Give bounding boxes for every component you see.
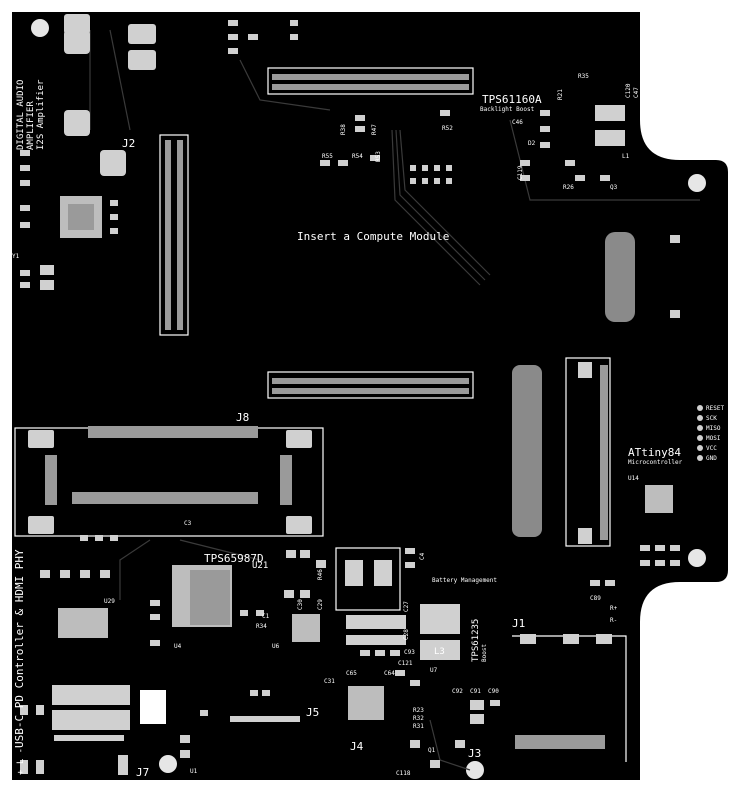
j1-label: J1	[512, 617, 525, 630]
c64-label: C64	[384, 670, 395, 677]
backlight-boost-label: Backlight Boost	[480, 106, 535, 113]
l3-label: L3	[434, 647, 445, 657]
q1-label: Q1	[428, 747, 436, 754]
r35-label: R35	[578, 73, 589, 80]
u21-label: U21	[252, 561, 268, 571]
u6-label: U6	[272, 643, 280, 650]
c118-label: C118	[396, 770, 411, 777]
board-outline	[12, 12, 728, 780]
u14-label: U14	[628, 475, 639, 482]
c90-label: C90	[488, 688, 499, 695]
l1-label: L1	[622, 153, 630, 160]
r55-label: R55	[322, 153, 333, 160]
mounting-hole	[159, 755, 177, 773]
qfn-chips	[58, 196, 673, 720]
c27-label: C27	[403, 601, 410, 612]
r38-label: R38	[340, 124, 347, 135]
c4-label: C4	[419, 552, 426, 560]
tps65987d-label: TPS65987D	[204, 552, 264, 565]
c121-label: C121	[398, 660, 413, 667]
c1-label: C1	[262, 613, 270, 620]
digital-audio-label: DIGITAL AUDIO	[16, 80, 26, 150]
j1-connector	[512, 634, 627, 762]
r47-label: R47	[371, 124, 378, 135]
r-minus-label: R-	[610, 617, 617, 624]
r21-label: R21	[557, 89, 564, 100]
u7-label: U7	[430, 667, 438, 674]
c31-label: C31	[324, 678, 335, 685]
locator-pad	[512, 365, 542, 537]
passives	[20, 20, 680, 775]
cm-connector-left	[159, 134, 189, 336]
c92-label: C92	[452, 688, 463, 695]
locator-pad	[605, 232, 635, 322]
j4-label: J4	[350, 740, 364, 753]
tp-gnd-label: GND	[706, 455, 717, 462]
c3-label: C3	[184, 520, 192, 527]
j7-label: J7	[136, 766, 149, 779]
cm-connector-bottom	[267, 371, 474, 399]
j3-label: J3	[468, 747, 481, 760]
tp-sck-label: SCK	[706, 415, 717, 422]
r-plus-label: R+	[610, 605, 618, 612]
c65-label: C65	[346, 670, 357, 677]
tp-vcc-label: VCC	[706, 445, 717, 452]
j8-connector	[14, 426, 324, 537]
cm-connector-top	[267, 67, 474, 95]
c93-label: C93	[404, 649, 415, 656]
display-connector	[565, 357, 611, 547]
r32-label: R32	[413, 715, 424, 722]
j5-label: J5	[306, 706, 319, 719]
power-components	[52, 105, 625, 730]
j8-label: J8	[236, 411, 249, 424]
usb-c-section-label: USB-C PD Controller & HDMI PHY	[13, 549, 26, 748]
c46-label: C46	[512, 119, 523, 126]
r52-label: R52	[442, 125, 453, 132]
locator-pads	[512, 232, 635, 537]
r34-label: R34	[256, 623, 267, 630]
r26-label: R26	[563, 184, 574, 191]
c47-label: C47	[633, 87, 640, 98]
i2s-amplifier-label: I2S Amplifier	[36, 79, 46, 150]
speaker-polarity-label: + L -	[16, 748, 26, 775]
j2-label: J2	[122, 137, 135, 150]
r23-label: R23	[413, 707, 424, 714]
q3-label: Q3	[610, 184, 618, 191]
c91-label: C91	[470, 688, 481, 695]
j2-connector	[64, 14, 156, 176]
r54-label: R54	[352, 153, 363, 160]
tp-miso-label: MISO	[706, 425, 721, 432]
mounting-hole	[688, 549, 706, 567]
tp-reset-label: RESET	[706, 405, 724, 412]
amplifier-label: AMPLIFIER	[26, 101, 36, 150]
r31-label: R31	[413, 723, 424, 730]
mounting-hole	[688, 174, 706, 192]
c119-label: C119	[517, 165, 524, 180]
c120-label: C120	[625, 83, 632, 98]
tp-mosi-label: MOSI	[706, 435, 721, 442]
u29-label: U29	[104, 598, 115, 605]
microcontroller-label: Microcontroller	[628, 459, 683, 466]
u4-label: U4	[174, 643, 182, 650]
mounting-hole	[31, 19, 49, 37]
tps61160a-label: TPS61160A	[482, 93, 542, 106]
insert-module-title: Insert a Compute Module	[297, 230, 449, 243]
mounting-holes	[31, 19, 706, 779]
r53-label: R53	[375, 151, 382, 162]
d2-label: D2	[528, 140, 536, 147]
test-point-pads	[697, 405, 703, 461]
y1-label: Y1	[12, 253, 20, 260]
c89-label: C89	[590, 595, 601, 602]
tps61235-label: TPS61235	[471, 619, 481, 662]
r46-label: R46	[317, 569, 324, 580]
c30-label: C30	[297, 599, 304, 610]
c28-label: C28	[403, 629, 410, 640]
mounting-hole	[466, 761, 484, 779]
attiny84-label: ATtiny84	[628, 446, 681, 459]
u1-label: U1	[190, 768, 198, 775]
battery-management-label: Battery Management	[432, 577, 497, 584]
boost-label: Boost	[481, 644, 488, 662]
c29-label: C29	[317, 599, 324, 610]
